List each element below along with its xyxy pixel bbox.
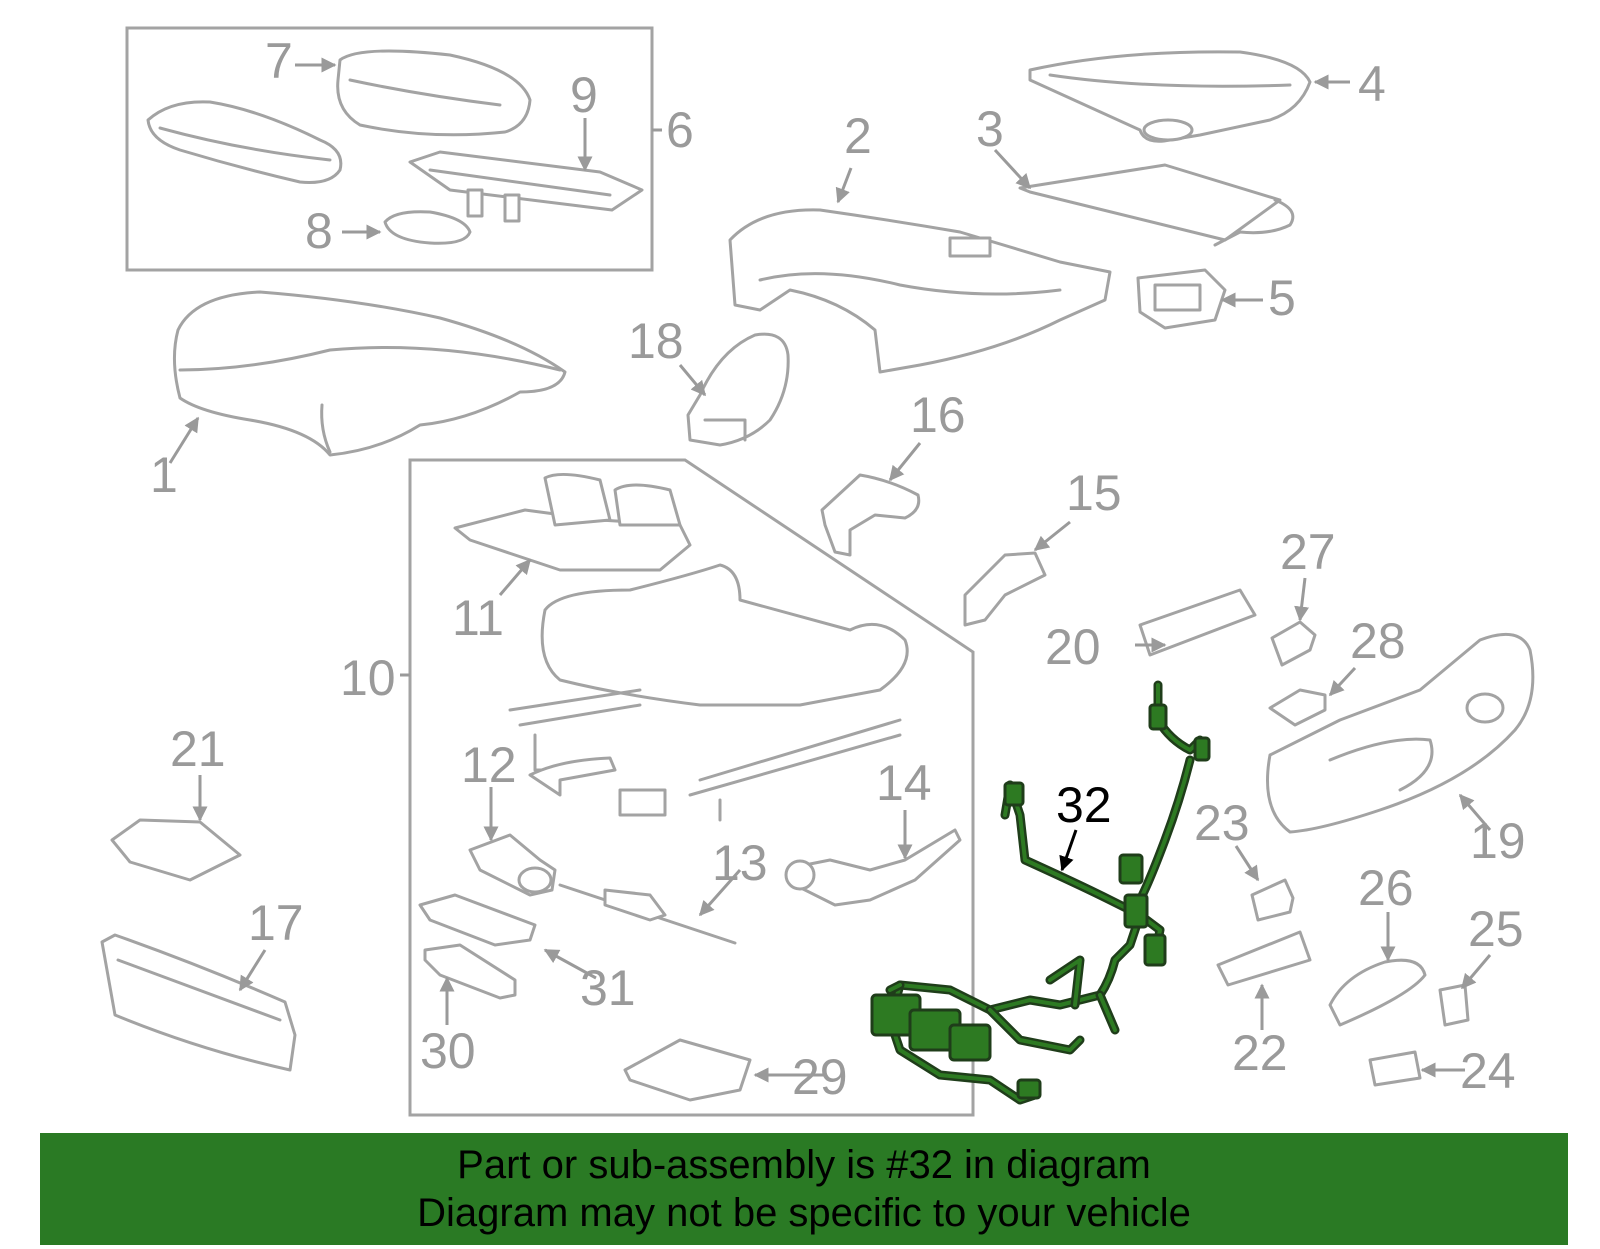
callout-17: 17 — [248, 895, 304, 951]
callout-16: 16 — [910, 387, 966, 443]
part-14-motor[interactable] — [784, 828, 962, 907]
part-29-module[interactable] — [623, 1038, 752, 1102]
group-box-6 — [125, 26, 654, 272]
callout-24: 24 — [1460, 1043, 1516, 1099]
part-12-motor[interactable] — [468, 833, 557, 897]
callout-31: 31 — [580, 960, 636, 1016]
leader-lines — [168, 57, 1492, 1083]
callout-21: 21 — [170, 721, 226, 777]
callout-8: 8 — [305, 203, 333, 259]
banner-line-1: Part or sub-assembly is #32 in diagram — [457, 1143, 1151, 1187]
callout-7: 7 — [265, 33, 293, 89]
callout-13: 13 — [712, 835, 768, 891]
callout-28: 28 — [1350, 613, 1406, 669]
callout-11: 11 — [452, 590, 504, 646]
part-3-heater-mat[interactable] — [1018, 163, 1295, 247]
part-18-side-bracket[interactable] — [686, 332, 790, 447]
callout-1: 1 — [150, 447, 178, 503]
banner-line-2: Diagram may not be specific to your vehi… — [417, 1191, 1191, 1235]
part-25-knob[interactable] — [1438, 983, 1470, 1027]
part-5-module[interactable] — [1136, 268, 1227, 330]
callout-32: 32 — [1056, 777, 1112, 833]
part-28-switch[interactable] — [1268, 688, 1327, 727]
info-banner: Part or sub-assembly is #32 in diagram D… — [40, 1133, 1568, 1245]
callout-2: 2 — [844, 108, 872, 164]
callout-27: 27 — [1280, 524, 1336, 580]
callout-5: 5 — [1268, 270, 1296, 326]
part-15-bracket[interactable] — [963, 551, 1047, 627]
callout-29: 29 — [792, 1049, 848, 1105]
part-24-switch[interactable] — [1368, 1050, 1422, 1087]
part-7-cushion-pad[interactable] — [336, 49, 532, 137]
callout-4: 4 — [1358, 56, 1386, 112]
group-10-outline — [400, 458, 975, 1117]
part-32-wiring-harness[interactable] — [870, 680, 1211, 1105]
callout-12: 12 — [461, 737, 517, 793]
callout-20: 20 — [1045, 619, 1101, 675]
part-10-seat-frame[interactable] — [508, 563, 909, 822]
part-8-clip[interactable] — [383, 210, 472, 245]
callout-9: 9 — [570, 67, 598, 123]
part-cushion-bolster[interactable] — [146, 100, 343, 184]
callout-25: 25 — [1468, 901, 1524, 957]
callout-10: 10 — [340, 650, 396, 706]
callout-19: 19 — [1470, 813, 1526, 869]
callout-26: 26 — [1358, 860, 1414, 916]
part-26-switch[interactable] — [1328, 958, 1427, 1027]
part-30-bracket[interactable] — [423, 943, 517, 1000]
callout-15: 15 — [1066, 465, 1122, 521]
callout-22: 22 — [1232, 1025, 1288, 1081]
part-21-cover[interactable] — [110, 818, 242, 882]
callout-labels: 1 2 3 4 5 6 7 8 9 10 11 12 13 14 15 16 1… — [150, 33, 1526, 1105]
callout-3: 3 — [976, 101, 1004, 157]
part-19-side-shield[interactable] — [1266, 632, 1535, 834]
part-4-seat-pan[interactable] — [1028, 50, 1312, 143]
part-2-frame-cover[interactable] — [728, 208, 1112, 374]
part-9-tray[interactable] — [408, 150, 644, 223]
part-11-suspension-mat[interactable] — [453, 473, 692, 572]
callout-23: 23 — [1194, 795, 1250, 851]
part-17-trim-panel[interactable] — [100, 933, 297, 1072]
callout-18: 18 — [628, 313, 684, 369]
part-1-cushion-cover[interactable] — [172, 290, 567, 457]
part-31-plate[interactable] — [418, 893, 537, 947]
part-16-bracket[interactable] — [820, 473, 921, 557]
part-23-knob[interactable] — [1250, 878, 1295, 922]
part-27-knob[interactable] — [1270, 620, 1317, 667]
part-22-switch[interactable] — [1216, 930, 1312, 987]
callout-30: 30 — [420, 1023, 476, 1079]
callout-6: 6 — [666, 102, 694, 158]
callout-14: 14 — [876, 755, 932, 811]
part-13-drive-cable[interactable] — [558, 883, 737, 945]
